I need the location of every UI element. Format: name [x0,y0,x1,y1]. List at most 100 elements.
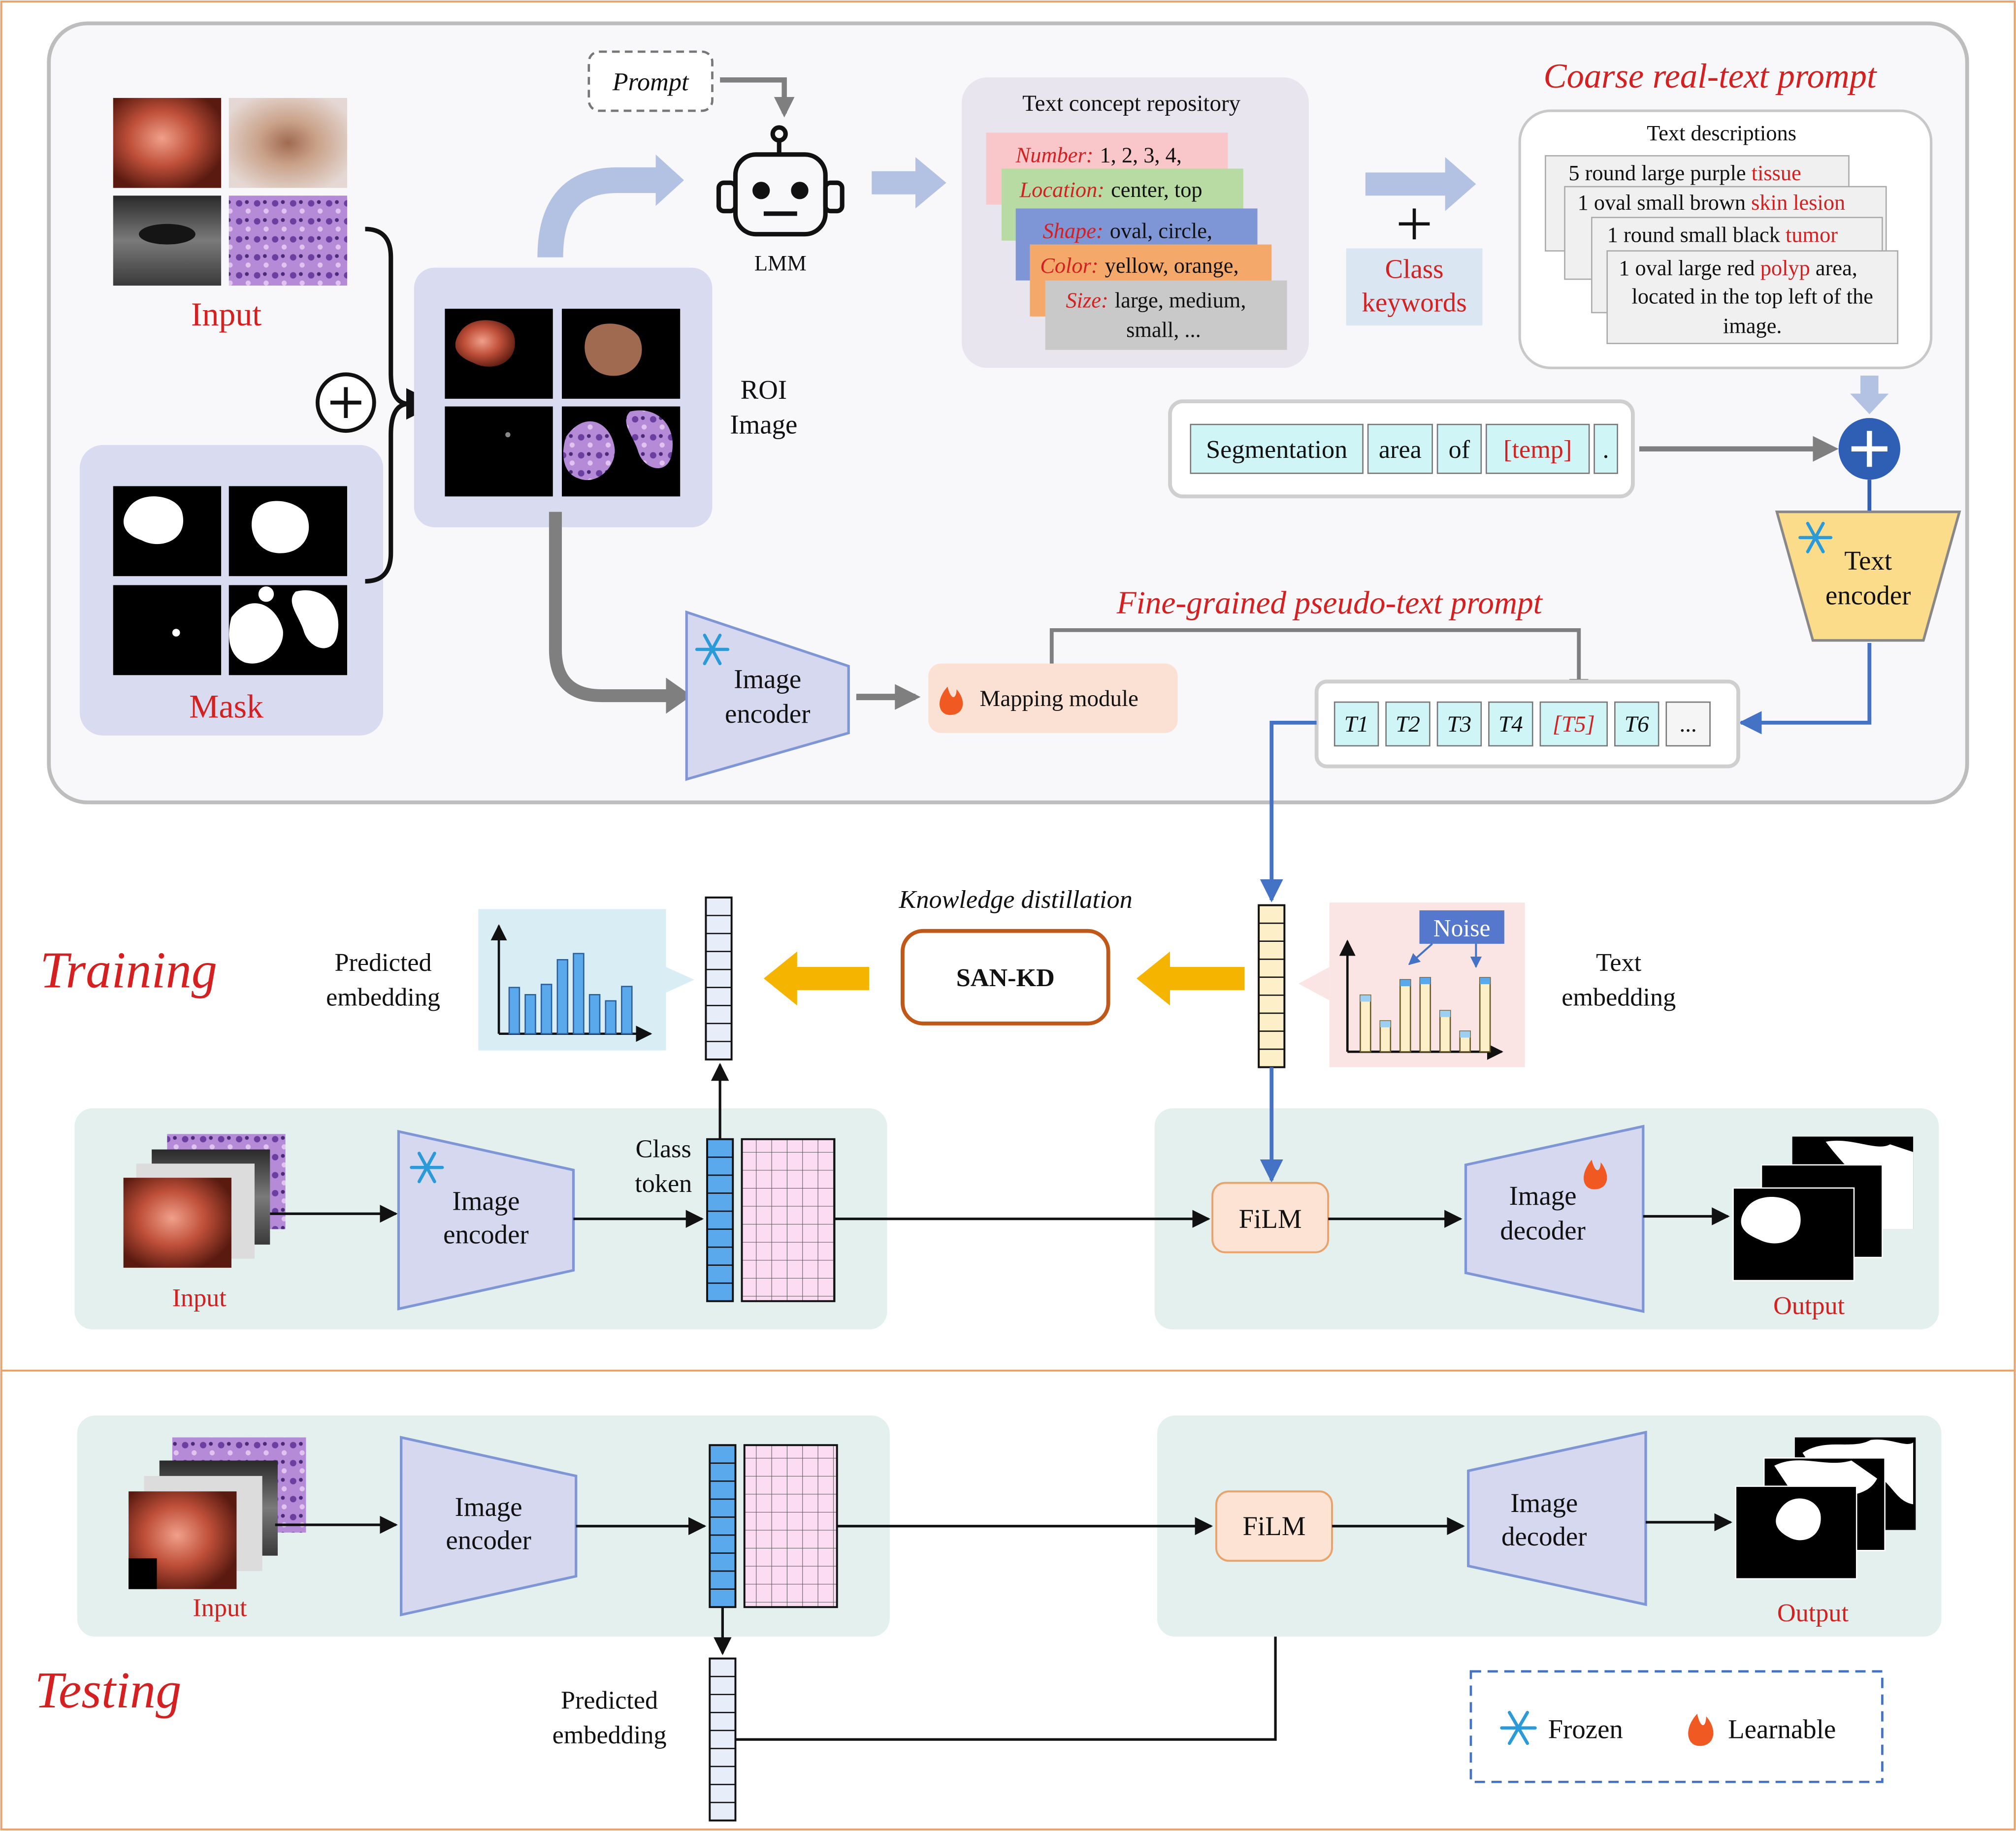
text-embedding-bar [1419,977,1431,1053]
pseudo-token: T6 [1625,711,1649,737]
testing-label: Testing [34,1662,181,1719]
repo-cards: Number:1, 2, 3, 4, Location:center, top … [986,132,1287,350]
svg-text:Number:1, 2, 3, 4,: Number:1, 2, 3, 4, [1015,142,1182,167]
repo-to-descriptions-arrow [1365,172,1448,196]
film-training-label: FiLM [1239,1204,1302,1234]
text-descriptions-title: Text descriptions [1647,121,1796,145]
text-embedding-bar [1479,977,1491,1053]
film-testing-label: FiLM [1242,1511,1305,1541]
snowflake-icon [1500,1711,1537,1745]
image-decoder-testing-line1: Image [1510,1488,1578,1518]
snowflake-icon [1798,521,1833,553]
image-decoder-testing [1467,1430,1647,1606]
mapping-module-label: Mapping module [980,686,1138,711]
tokens-to-text-embedding-arrow [1260,720,1317,902]
test-predicted-embedding-vector [709,1657,737,1822]
description-card-polyp [1606,250,1899,344]
class-keywords-line1: Class [1385,254,1444,284]
predicted-embedding-bar [524,994,536,1035]
svg-text:located in the top left of the: located in the top left of the [1632,284,1873,309]
noise-label-box [1419,910,1504,944]
coarse-prompt-title: Coarse real-text prompt [1544,57,1877,96]
lmm-label: LMM [754,251,807,275]
class-token-line2: token [635,1169,692,1198]
image-decoder-training-line2: decoder [1500,1215,1586,1245]
mask-images [113,486,347,675]
flame-icon [1688,1713,1714,1746]
svg-text:1 oval small brown skin lesion: 1 oval small brown skin lesion [1578,190,1846,215]
template-token-temp: [temp] [1503,435,1572,464]
predicted-embedding-bar [556,959,569,1035]
svg-text:5 round large purple tissue: 5 round large purple tissue [1568,161,1801,185]
svg-text:1 oval large red polyp area,: 1 oval large red polyp area, [1619,256,1857,280]
text-embedding-bar [1360,995,1371,1053]
image-decoder-testing-line2: decoder [1501,1521,1587,1551]
svg-text:Location:center, top: Location:center, top [1019,177,1202,202]
image-encoder-top-line1: Image [734,664,801,694]
flame-icon [1584,1159,1607,1189]
mapping-to-tokens-arrow [1049,628,1589,699]
legend-box [1469,1670,1884,1783]
svg-text:Color:yellow, orange,: Color:yellow, orange, [1040,253,1238,278]
fine-prompt-title: Fine-grained pseudo-text prompt [1116,585,1543,621]
image-encoder-top [685,610,850,781]
input-label: Input [191,296,261,333]
text-embedding-vector [1258,904,1286,1068]
prompt-box [587,50,714,112]
roi-to-image-encoder-arrow [549,512,671,703]
prompt-arrow [720,77,795,118]
roi-label-line2: Image [730,409,797,439]
text-embedding-bar-cap [1440,1010,1451,1017]
class-keywords-box [1346,248,1483,326]
description-cards: 5 round large purple tissue 1 oval small… [1545,155,1899,344]
text-embedding-line1: Text [1596,948,1642,977]
text-embedding-line2: embedding [1561,983,1676,1011]
class-token-vector [706,1138,734,1302]
distillation-arrow-right [1137,951,1245,1006]
mapping-module [928,663,1178,733]
legend-frozen-label: Frozen [1548,1714,1623,1744]
svg-text:image.: image. [1723,314,1782,338]
predicted-embedding-line1: Predicted [334,948,431,977]
text-encoder-to-tokens-arrow [1738,642,1872,735]
testing-input-label: Input [193,1593,247,1622]
roi-label-line1: ROI [741,375,787,405]
input-images [113,97,347,286]
text-embedding-bar-cap [1380,1021,1391,1028]
class-token-line1: Class [636,1134,691,1163]
training-output-label: Output [1773,1291,1845,1320]
text-embedding-chart: Noise [1299,902,1525,1067]
snowflake-icon [695,634,730,666]
template-token: . [1603,435,1609,464]
text-encoder-line2: encoder [1825,580,1911,610]
pseudo-text-generation-panel [47,21,1969,804]
svg-text:1 round small black tumor: 1 round small black tumor [1607,222,1838,247]
image-encoder-testing [400,1436,578,1617]
image-encoder-training-line1: Image [452,1186,520,1216]
image-encoder-top-line2: encoder [725,699,811,729]
test-patch-tokens-grid [743,1444,838,1608]
san-kd-label: SAN-KD [956,964,1055,992]
pseudo-token: T3 [1447,711,1472,737]
distillation-arrow-left [763,951,870,1006]
test-predicted-embedding-line2: embedding [553,1721,667,1749]
robot-icon [716,125,845,237]
predicted-embedding-bar [573,953,585,1035]
descriptions-to-plus-arrow [1860,375,1879,396]
template-token: Segmentation [1206,435,1347,464]
text-embedding-bar-cap [1480,977,1491,984]
text-encoder [1775,511,1961,642]
predicted-embedding-bar [508,987,520,1035]
template-token: area [1379,435,1422,464]
predicted-embedding-bar [540,984,553,1035]
svg-text:Shape:oval, circle,: Shape:oval, circle, [1042,219,1212,243]
image-encoder-testing-line1: Image [455,1492,522,1522]
patch-tokens-grid [741,1138,836,1302]
text-embedding-bar [1399,979,1411,1053]
testing-output-label: Output [1777,1599,1849,1627]
roi-images [445,309,681,497]
predicted-embedding-chart [478,909,694,1051]
